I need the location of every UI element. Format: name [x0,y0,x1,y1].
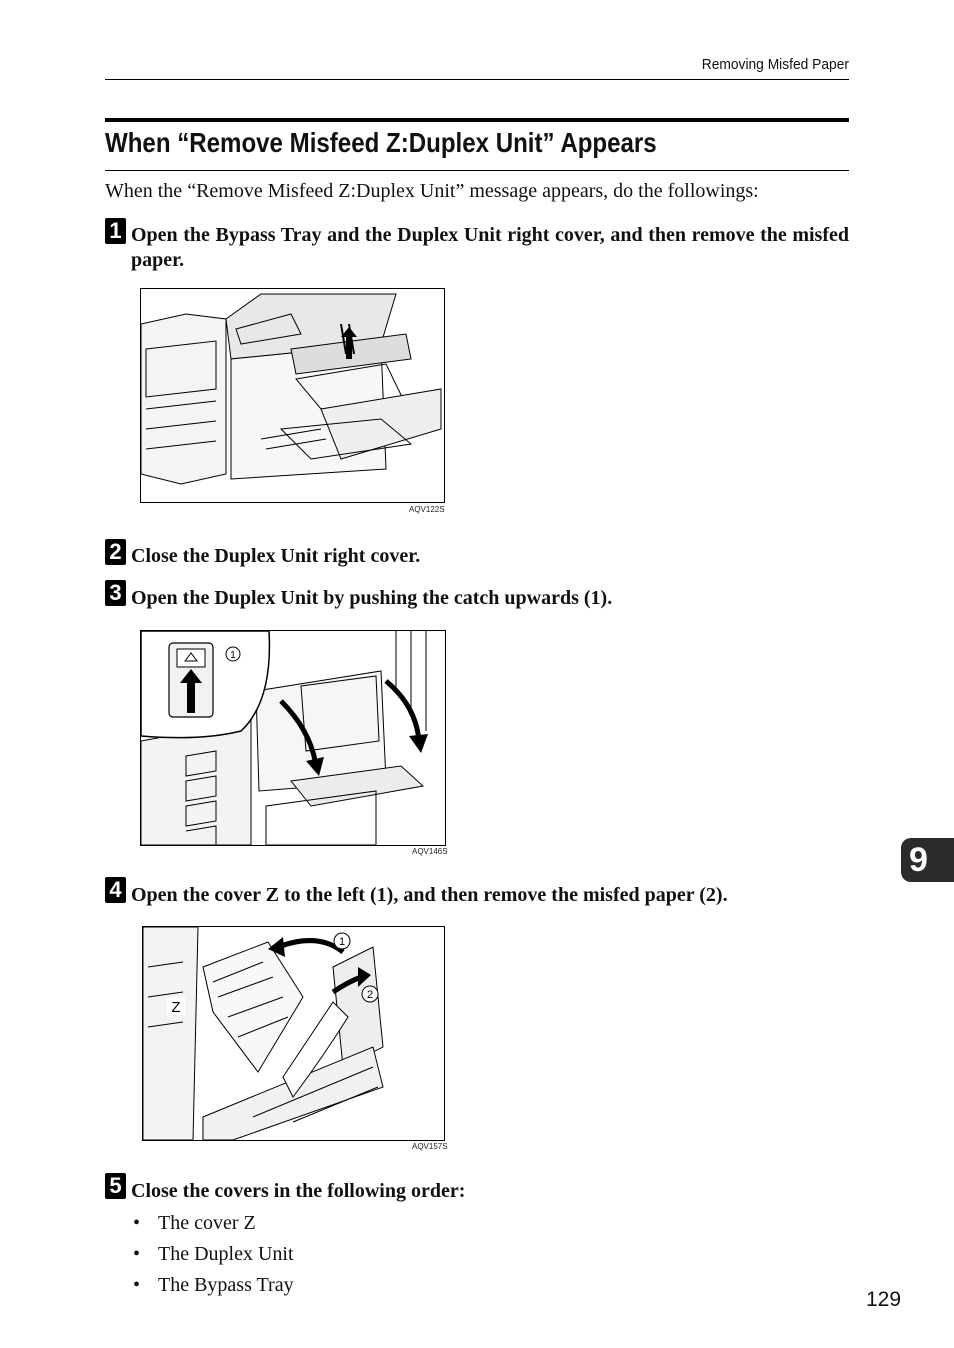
cover-z-label: Z [171,999,180,1016]
callout-1: 1 [339,936,345,948]
section-top-rule [105,118,849,122]
page-number: 129 [866,1288,902,1311]
cover-z-label-bg [167,997,185,1015]
figure-1-code: AQV122S [409,505,445,514]
list-item: The Bypass Tray [131,1271,294,1302]
step-5-text: Close the covers in the following order: [131,1180,466,1202]
list-item: The cover Z [131,1209,294,1240]
callout-1-circle [333,932,351,950]
figure-bypass-tray [140,288,445,503]
close-order-list: The cover Z The Duplex Unit The Bypass T… [131,1209,294,1302]
callout-1-circle [225,646,241,662]
step-1-text: Open the Bypass Tray and the Duplex Unit… [131,224,849,271]
step-4-number: 4 [105,877,126,903]
list-item: The Duplex Unit [131,1240,294,1271]
figure-cover-z: 1 2 Z [142,926,445,1141]
chapter-tab: 9 [901,838,954,882]
callout-2: 2 [367,989,373,1001]
intro-text: When the “Remove Misfeed Z:Duplex Unit” … [105,180,759,202]
duplex-unit-illustration: 1 [141,631,428,845]
running-header: Removing Misfed Paper [701,56,849,73]
figure-2-code: AQV146S [412,847,448,856]
step-3-text: Open the Duplex Unit by pushing the catc… [131,587,613,609]
header-rule [105,79,849,80]
step-2-text: Close the Duplex Unit right cover. [131,545,421,567]
callout-1: 1 [230,650,236,661]
figure-duplex-catch: 1 [140,630,446,846]
step-3-number: 3 [105,580,126,606]
cover-z-illustration: 1 2 Z [143,927,384,1140]
callout-2-circle [361,985,379,1003]
step-5-number: 5 [105,1173,126,1199]
section-title: When “Remove Misfeed Z:Duplex Unit” Appe… [105,127,657,158]
printer-bypass-illustration [141,293,442,485]
section-bottom-rule [105,170,849,171]
step-2-number: 2 [105,539,126,565]
step-4-text: Open the cover Z to the left (1), and th… [131,884,728,906]
step-1-number: 1 [105,218,126,244]
figure-3-code: AQV157S [412,1142,448,1151]
